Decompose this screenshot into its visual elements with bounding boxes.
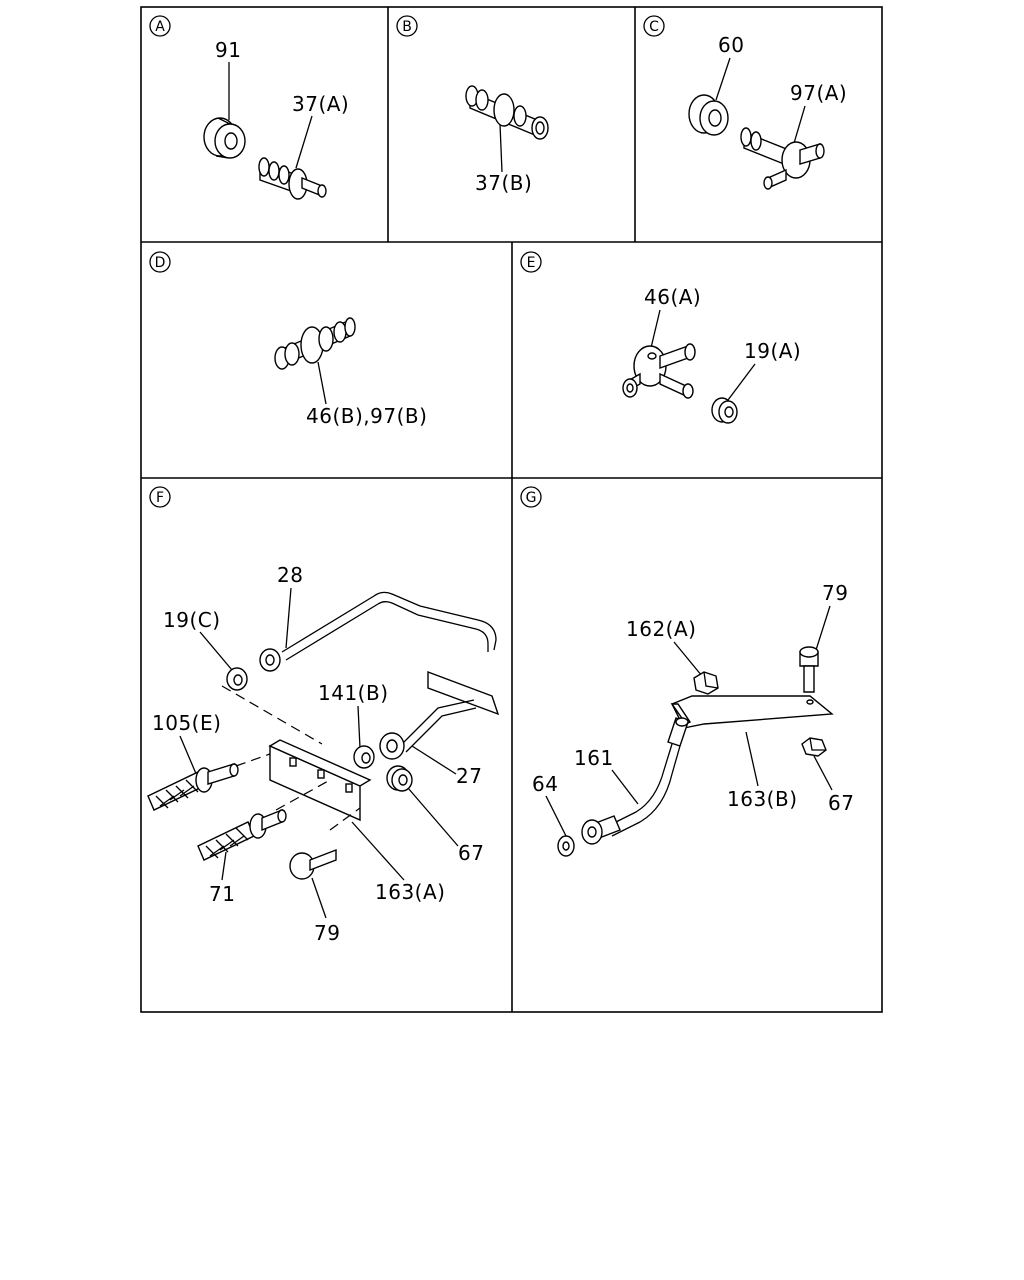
nut-162a-shape <box>693 671 719 695</box>
label-105e: 105(E) <box>152 711 221 735</box>
panel-c: C 60 97(A) <box>643 15 847 190</box>
tee-46a-shape <box>622 343 696 399</box>
nut-19a-shape <box>711 397 738 424</box>
nut-67-f-shape <box>386 765 413 792</box>
pipe-27-shape <box>379 670 500 760</box>
label-60: 60 <box>718 33 744 57</box>
panel-b-badge: B <box>396 15 418 37</box>
panel-c-badge: C <box>643 15 665 37</box>
label-28: 28 <box>277 563 303 587</box>
pipe-28-shape <box>259 591 497 672</box>
panel-a: A 91 37(A) <box>149 15 349 200</box>
panel-e-badge: E <box>520 251 542 273</box>
nut-91-shape <box>203 117 246 159</box>
bolt-79-f-shape <box>289 848 337 880</box>
hose-71-shape <box>197 808 287 861</box>
panel-d: D 46(B),97(B) <box>149 251 427 428</box>
label-67-f: 67 <box>458 841 484 865</box>
panel-c-letter: C <box>649 19 659 35</box>
panel-g-letter: G <box>526 490 537 506</box>
panel-f-badge: F <box>149 486 171 508</box>
label-97a: 97(A) <box>790 81 847 105</box>
label-163b: 163(B) <box>727 787 798 811</box>
panel-d-letter: D <box>155 255 166 271</box>
label-37b: 37(B) <box>475 171 532 195</box>
panel-g: G 79 162(A) 161 64 163(B) 67 <box>520 486 854 857</box>
nut-141b-shape <box>353 745 375 769</box>
connector-46b-shape <box>274 317 356 370</box>
label-79-g: 79 <box>822 581 848 605</box>
nut-60-shape <box>688 94 729 136</box>
label-79-f: 79 <box>314 921 340 945</box>
panel-f: F 28 19(C) 141(B) 105(E) 27 67 71 163(A)… <box>147 486 500 945</box>
label-64: 64 <box>532 772 558 796</box>
hose-161-shape <box>581 717 689 845</box>
panel-g-badge: G <box>520 486 542 508</box>
label-37a: 37(A) <box>292 92 349 116</box>
washer-64-shape <box>557 835 575 857</box>
connector-37a-shape <box>258 157 327 200</box>
label-91: 91 <box>215 38 241 62</box>
label-141b: 141(B) <box>318 681 389 705</box>
label-46b-97b: 46(B),97(B) <box>306 404 427 428</box>
hose-105e-shape <box>147 763 239 811</box>
connector-37b-shape <box>465 85 549 140</box>
label-19a: 19(A) <box>744 339 801 363</box>
tee-97a-shape <box>740 127 825 190</box>
bolt-79-g-shape <box>799 646 819 693</box>
panel-a-letter: A <box>155 19 165 35</box>
panel-f-letter: F <box>156 490 164 506</box>
bracket-163b-shape <box>670 695 834 729</box>
panel-a-badge: A <box>149 15 171 37</box>
panel-b: B 37(B) <box>396 15 549 195</box>
label-163a: 163(A) <box>375 880 445 904</box>
bracket-163a-shape <box>268 739 372 822</box>
label-71: 71 <box>209 882 235 906</box>
label-162a: 162(A) <box>626 617 696 641</box>
nut-67-g-shape <box>801 737 827 757</box>
label-161: 161 <box>574 746 614 770</box>
panel-d-badge: D <box>149 251 171 273</box>
nut-19c-shape <box>226 667 248 691</box>
panel-e: E 46(A) 19(A) <box>520 251 801 424</box>
label-27: 27 <box>456 764 482 788</box>
panel-b-letter: B <box>402 19 412 35</box>
panel-e-letter: E <box>527 255 536 271</box>
diagram-frame <box>140 6 883 1013</box>
label-67-g: 67 <box>828 791 854 815</box>
label-19c: 19(C) <box>163 608 221 632</box>
label-46a: 46(A) <box>644 285 701 309</box>
